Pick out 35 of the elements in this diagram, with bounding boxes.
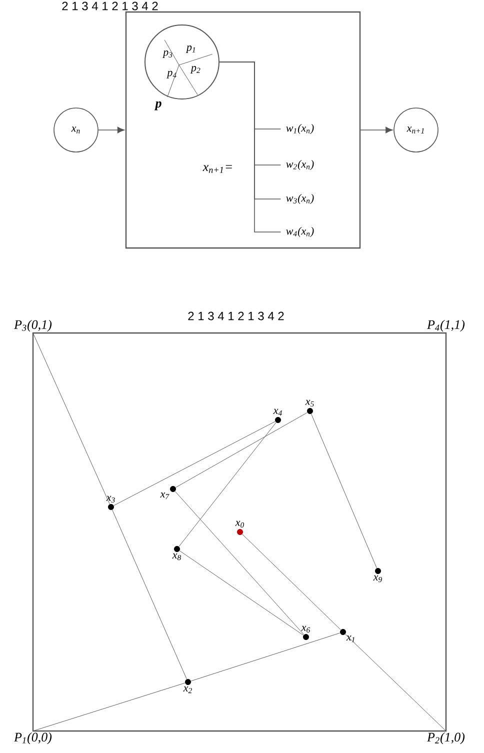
path-line xyxy=(32,682,186,732)
bracket-line xyxy=(219,62,282,232)
node-label: x$_{8}$ xyxy=(172,553,182,560)
corner-label: P$_{1}$(0,0) xyxy=(14,732,52,744)
arrow xyxy=(360,126,393,134)
node-label: x$_{3}$ xyxy=(106,496,115,503)
node-label: x$_{9}$ xyxy=(373,575,382,582)
path-line xyxy=(190,632,340,682)
map-label: w$_{1}$(x$_{n}$) xyxy=(286,124,314,134)
node-label: x$_{7}$ xyxy=(160,492,170,500)
map-label: w$_{3}$(x$_{n}$) xyxy=(286,194,314,204)
path-line xyxy=(114,421,276,506)
path-line xyxy=(174,491,304,635)
sequence-label: 2 1 3 4 1 2 1 3 4 2 xyxy=(62,2,158,10)
sequence-label: 2 1 3 4 1 2 1 3 4 2 xyxy=(188,312,284,320)
path-line xyxy=(179,550,304,636)
path-line xyxy=(242,534,341,630)
node-label: p xyxy=(154,101,162,110)
pie-chart: p$_{1}$ p$_{2}$ p$_{3}$ p$_{4}$ p xyxy=(144,24,220,110)
node-label: x$_{2}$ xyxy=(183,686,192,694)
corner-label: P$_{4}$(1,1) xyxy=(426,320,465,332)
path-line xyxy=(178,422,276,547)
node-label: x$_{1}$ xyxy=(346,635,354,642)
map-label: w$_{2}$(x$_{n}$) xyxy=(286,160,314,170)
node-label: x$_{4}$ xyxy=(273,408,282,416)
path-line xyxy=(112,510,187,680)
map-label: w$_{4}$(x$_{n}$) xyxy=(286,227,314,237)
path-line xyxy=(311,414,377,568)
node-label: x$_{0}$ xyxy=(235,520,244,528)
path-line xyxy=(176,412,308,488)
node-label: x$_{6}$ xyxy=(301,626,310,633)
corner-label: P$_{3}$(0,1) xyxy=(14,320,52,332)
arrow xyxy=(98,126,124,134)
node-label: x$_{5}$ xyxy=(305,400,314,407)
corner-label: P$_{2}$(1,0) xyxy=(426,732,465,744)
